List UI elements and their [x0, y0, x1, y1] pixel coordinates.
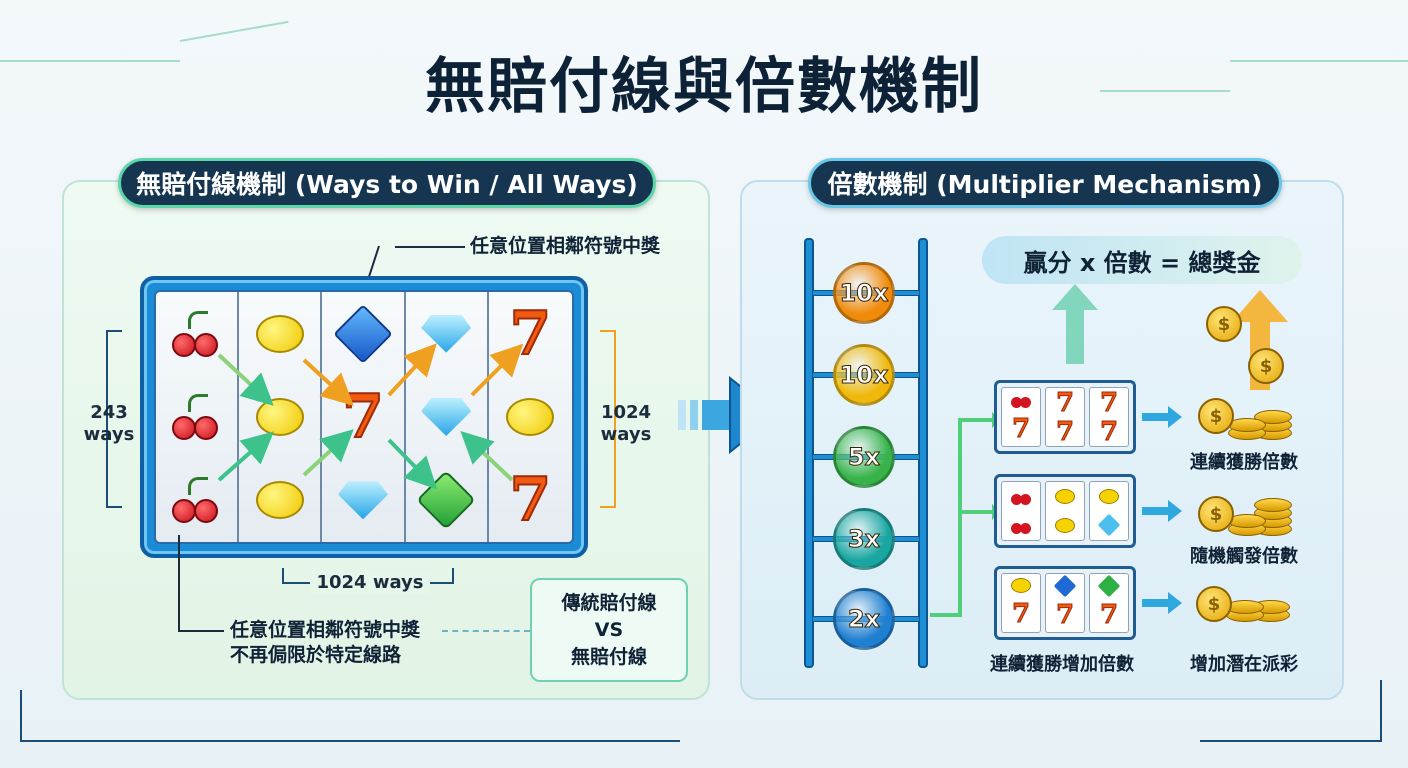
seven-icon: 7	[1099, 387, 1119, 418]
lemon-icon	[1099, 488, 1119, 504]
dashed-connector	[442, 630, 530, 632]
circuit-line	[1380, 680, 1382, 742]
comparison-box: 傳統賠付線 VS 無賠付線	[530, 578, 688, 682]
circuit-line	[20, 740, 680, 742]
reel-cell	[406, 375, 489, 459]
cherry-icon	[1011, 489, 1031, 505]
sapphire-icon	[1053, 574, 1077, 597]
multiplier-10x: 10x	[833, 344, 895, 406]
bottom-ways-label: 1024 ways	[310, 572, 430, 594]
lemon-icon	[506, 397, 555, 436]
multiplier-panel-title: 倍數機制 (Multiplier Mechanism)	[808, 158, 1282, 208]
cherry-icon	[1011, 392, 1031, 408]
caption-line	[178, 535, 180, 631]
lemon-icon	[255, 314, 304, 353]
ladder-rail	[804, 238, 814, 668]
reel-cell	[239, 292, 323, 376]
circuit-line	[1230, 60, 1408, 62]
reel-cell	[322, 292, 406, 376]
lemon-icon	[1055, 518, 1075, 533]
reel-cell	[322, 458, 406, 542]
multiplier-10x-top: 10x	[833, 262, 895, 324]
circuit-line	[0, 60, 180, 62]
seven-icon: 7	[1099, 599, 1119, 630]
cherry-icon	[1011, 518, 1031, 534]
left-bracket	[106, 330, 122, 508]
right-bracket	[600, 330, 616, 508]
circuit-line	[1100, 90, 1230, 92]
lemon-icon	[1011, 577, 1031, 593]
top-callout: 任意位置相鄰符號中獎	[470, 235, 661, 257]
win-ways-arrows	[217, 343, 524, 490]
cherry-icon	[171, 310, 222, 357]
bottom-caption: 任意位置相鄰符號中獎 不再侷限於特定線路	[230, 619, 421, 666]
reel-cell	[239, 458, 323, 542]
multiplier-2x: 2x	[833, 588, 895, 650]
callout-line	[395, 246, 465, 248]
cherry-icon	[171, 477, 222, 524]
caption-line	[178, 630, 224, 632]
reel-cell	[489, 375, 572, 458]
coins-icon: $ $	[1206, 300, 1296, 390]
coins-icon: $	[1198, 482, 1294, 536]
formula-banner: 贏分 x 倍數 = 總獎金	[982, 236, 1302, 284]
seven-icon: 7	[1011, 413, 1031, 444]
page-title: 無賠付線與倍數機制	[425, 52, 983, 122]
seven-icon: 7	[1011, 599, 1031, 630]
up-arrow-icon	[1232, 290, 1288, 390]
circuit-line	[20, 690, 22, 740]
multiplier-5x: 5x	[833, 426, 895, 488]
slot-reels: 7 7 7	[154, 290, 574, 544]
mini-reel-random	[994, 474, 1136, 548]
right-arrow-icon	[1142, 406, 1182, 428]
lemon-icon	[255, 481, 304, 520]
cherry-icon	[171, 393, 222, 440]
mini-reel-increase: 7 7 7	[994, 566, 1136, 640]
bottom-reel-label: 連續獲勝增加倍數	[990, 654, 1134, 675]
seven-icon: 7	[509, 464, 553, 536]
reel-cell	[156, 458, 240, 542]
reel-cell: 7	[489, 459, 572, 542]
row-label-consecutive: 連續獲勝倍數	[1190, 452, 1298, 473]
seven-icon: 7	[1055, 387, 1075, 418]
row-label-payout: 增加潛在派彩	[1190, 654, 1298, 675]
right-arrow-icon	[1142, 592, 1182, 614]
seven-icon: 7	[1055, 599, 1075, 630]
ways-panel-title: 無賠付線機制 (Ways to Win / All Ways)	[118, 158, 656, 208]
seven-icon: 7	[1055, 416, 1075, 447]
branch-connector	[930, 412, 1000, 617]
reel-cell	[156, 292, 240, 376]
lemon-icon	[1055, 489, 1075, 504]
reel-cell	[156, 375, 240, 459]
reel-cell	[406, 458, 489, 542]
coins-icon: $	[1196, 584, 1296, 624]
coins-icon: $	[1198, 390, 1294, 440]
right-arrow-icon	[1142, 500, 1182, 522]
emerald-icon	[1097, 574, 1121, 597]
circuit-line	[1200, 740, 1380, 742]
diamond-icon	[1097, 513, 1121, 537]
up-arrow-icon	[1052, 284, 1098, 364]
ladder-rail	[918, 238, 928, 668]
row-label-random: 隨機觸發倍數	[1190, 546, 1298, 567]
seven-icon: 7	[1099, 416, 1119, 447]
multiplier-3x: 3x	[833, 508, 895, 570]
